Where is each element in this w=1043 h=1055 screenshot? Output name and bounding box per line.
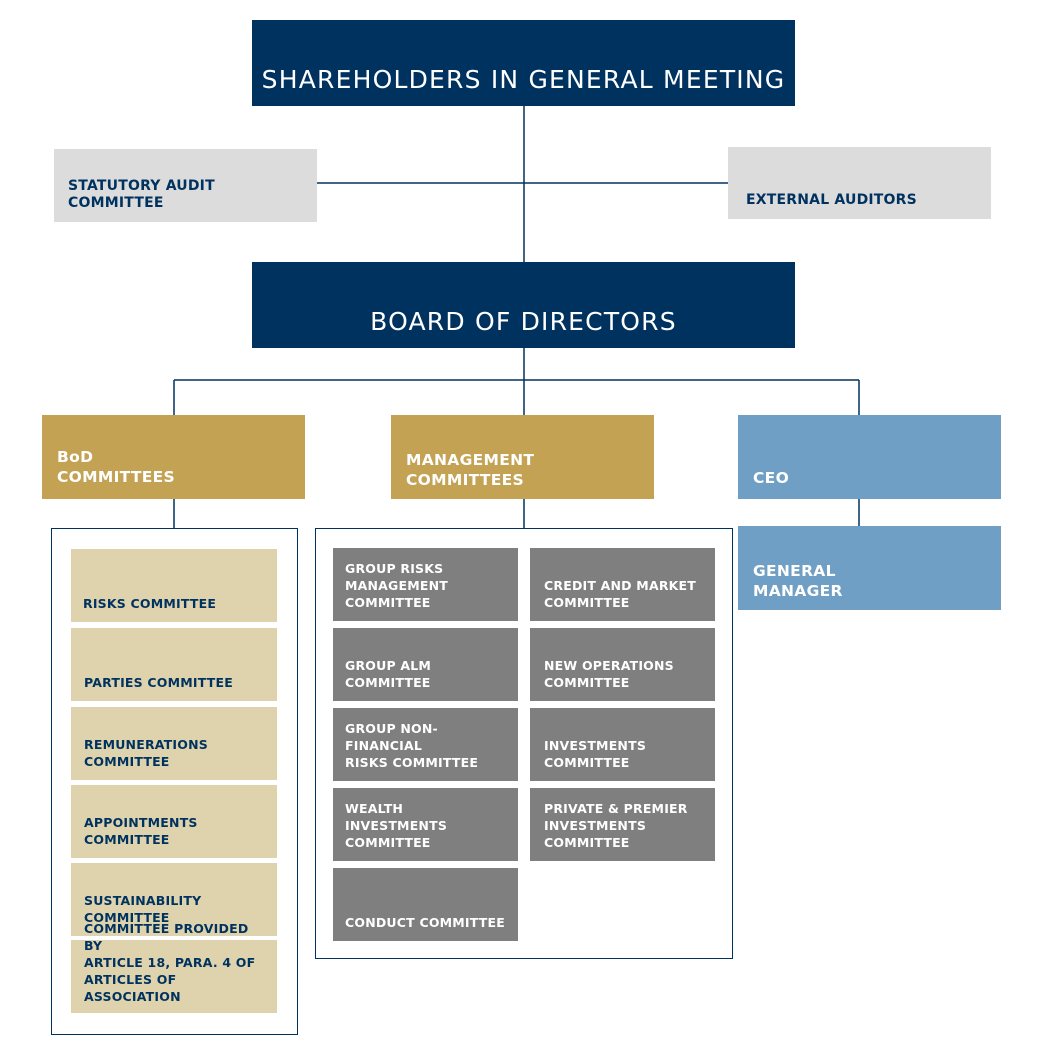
management-committee-item: GROUP RISKS MANAGEMENT COMMITTEE <box>333 548 518 621</box>
management-committees-box: MANAGEMENT COMMITTEES <box>391 415 654 499</box>
management-committee-item: INVESTMENTS COMMITTEE <box>530 708 715 781</box>
board-box: BOARD OF DIRECTORS <box>252 262 795 348</box>
shareholders-label: SHAREHOLDERS IN GENERAL MEETING <box>261 65 786 94</box>
shareholders-box: SHAREHOLDERS IN GENERAL MEETING <box>252 20 795 106</box>
statutory-audit-box: STATUTORY AUDIT COMMITTEE <box>54 149 317 222</box>
management-committees-label: MANAGEMENT COMMITTEES <box>406 451 535 489</box>
management-committee-item: CREDIT AND MARKET COMMITTEE <box>530 548 715 621</box>
ceo-label: CEO <box>753 469 790 487</box>
statutory-audit-label: STATUTORY AUDIT COMMITTEE <box>68 178 215 211</box>
bod-committees-label: BoD COMMITTEES <box>57 448 176 486</box>
bod-committee-item: SUSTAINABILITY COMMITTEE <box>71 863 277 936</box>
external-auditors-box: EXTERNAL AUDITORS <box>728 147 991 219</box>
management-committee-item: GROUP ALM COMMITTEE <box>333 628 518 701</box>
general-manager-label: GENERAL MANAGER <box>753 562 843 600</box>
external-auditors-label: EXTERNAL AUDITORS <box>746 192 917 208</box>
bod-committee-item: PARTIES COMMITTEE <box>71 628 277 701</box>
management-committee-item: PRIVATE & PREMIER INVESTMENTS COMMITTEE <box>530 788 715 861</box>
ceo-box: CEO <box>738 415 1001 499</box>
bod-committee-item: APPOINTMENTS COMMITTEE <box>71 785 277 858</box>
management-committee-item: GROUP NON-FINANCIAL RISKS COMMITTEE <box>333 708 518 781</box>
bod-committee-item: RISKS COMMITTEE <box>71 549 277 622</box>
board-label: BOARD OF DIRECTORS <box>370 307 677 336</box>
bod-committees-box: BoD COMMITTEES <box>42 415 305 499</box>
management-committee-item: NEW OPERATIONS COMMITTEE <box>530 628 715 701</box>
general-manager-box: GENERAL MANAGER <box>738 526 1001 610</box>
bod-committee-item: COMMITTEE PROVIDED BY ARTICLE 18, PARA. … <box>71 921 277 1013</box>
bod-committee-item: REMUNERATIONS COMMITTEE <box>71 707 277 780</box>
management-committee-item: WEALTH INVESTMENTS COMMITTEE <box>333 788 518 861</box>
management-committee-item: CONDUCT COMMITTEE <box>333 868 518 941</box>
